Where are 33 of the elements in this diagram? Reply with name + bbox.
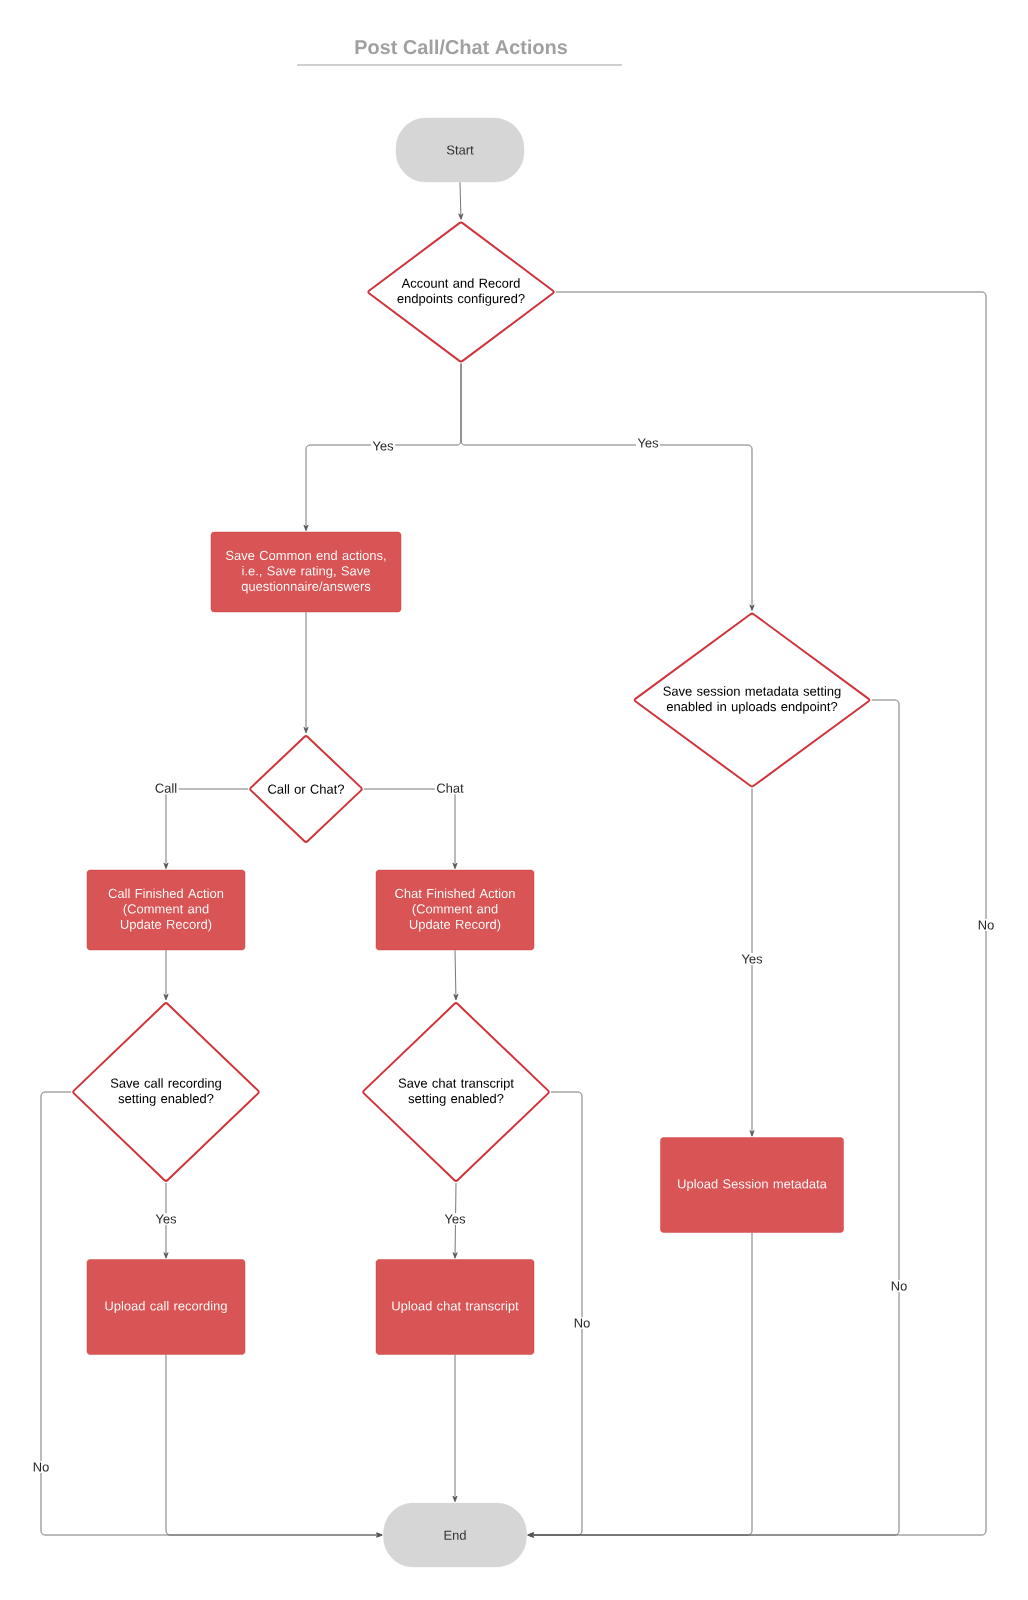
edge-label: Yes [442, 1213, 468, 1226]
edge-label: No [976, 919, 996, 932]
arrow [165, 1354, 383, 1538]
process-box: Call Finished Action (Comment and Update Record) [86, 869, 246, 951]
arrow [363, 788, 458, 870]
end-terminal: End [383, 1502, 527, 1568]
edge-label: Yes [739, 953, 765, 966]
arrow [452, 1354, 458, 1503]
arrow [749, 788, 755, 1137]
edge-label: No [572, 1317, 592, 1330]
arrow [452, 1182, 458, 1259]
edge-label: Yes [635, 437, 661, 449]
arrow [527, 1232, 753, 1538]
title: Post Call/Chat Actions [355, 39, 567, 55]
arrow [303, 611, 309, 734]
arrow [163, 788, 249, 870]
start-terminal: Start [395, 117, 525, 183]
arrow [458, 181, 464, 220]
process-box: Upload Session metadata [660, 1137, 844, 1233]
process-box: Upload call recording [86, 1259, 246, 1355]
arrow [163, 949, 169, 1001]
process-box: Save Common end actions, i.e., Save rating, Save questionnaire/answers [210, 531, 402, 613]
edge-label: No [889, 1280, 909, 1293]
arrow [460, 363, 755, 611]
edge-label: Yes [153, 1213, 179, 1226]
arrow [163, 1182, 169, 1259]
edge-label: Call [153, 781, 179, 795]
edge-label: Yes [370, 440, 396, 452]
process-box: Chat Finished Action (Comment and Update Record) [375, 869, 535, 951]
edge-label: Chat [434, 781, 466, 795]
edge-label: No [31, 1461, 51, 1474]
process-box: Upload chat transcript [375, 1259, 535, 1355]
arrow [453, 949, 459, 1001]
